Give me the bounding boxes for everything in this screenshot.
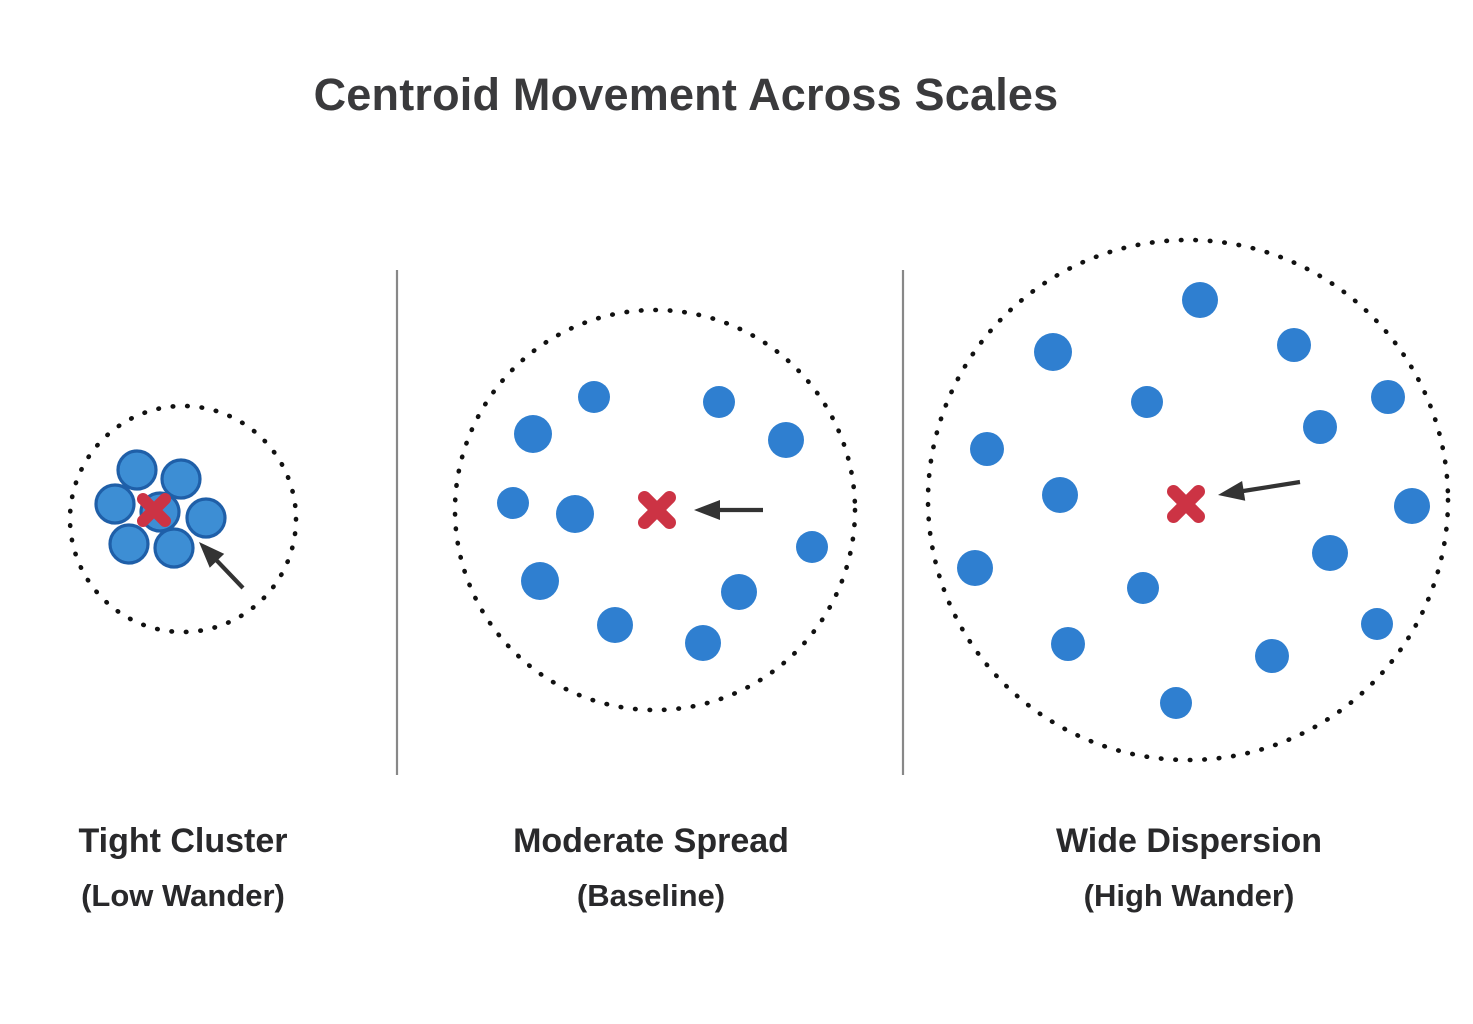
data-point <box>970 432 1004 466</box>
data-point <box>1312 535 1348 571</box>
data-point <box>768 422 804 458</box>
panel-sublabel-wide-dispersion: (High Wander) <box>1084 878 1295 913</box>
data-point <box>1034 333 1072 371</box>
data-point <box>1051 627 1085 661</box>
data-point <box>685 625 721 661</box>
data-point <box>116 449 158 491</box>
arrow-shaft <box>1237 479 1301 494</box>
centroid-stroke-b <box>1167 485 1205 523</box>
panel-label-tight-cluster: Tight Cluster <box>78 822 287 860</box>
panel-moderate-spread: Moderate Spread (Baseline) <box>452 307 858 913</box>
arrow-head <box>694 500 720 520</box>
cluster-boundary-circle <box>925 237 1451 763</box>
arrow-shaft <box>211 555 245 590</box>
panel-dividers <box>395 270 905 775</box>
centroid-pointer-arrow <box>1218 479 1301 501</box>
panel-sublabel-moderate-spread: (Baseline) <box>577 878 725 913</box>
data-point <box>153 527 195 569</box>
centroid-marker <box>1167 485 1205 523</box>
data-point <box>1042 477 1078 513</box>
data-point <box>1131 386 1163 418</box>
data-point <box>578 381 610 413</box>
centroid-stroke-b <box>137 493 171 527</box>
data-point <box>1160 687 1192 719</box>
centroid-pointer-arrow <box>694 500 763 520</box>
data-point <box>1255 639 1289 673</box>
data-point <box>514 415 552 453</box>
data-point <box>1371 380 1405 414</box>
panel-label-moderate-spread: Moderate Spread <box>513 822 789 860</box>
data-point <box>1361 608 1393 640</box>
data-point <box>556 495 594 533</box>
arrow-head <box>199 542 225 568</box>
data-point <box>497 487 529 519</box>
panel-label-wide-dispersion: Wide Dispersion <box>1056 822 1322 860</box>
panel-tight-cluster: Tight Cluster (Low Wander) <box>67 403 299 913</box>
data-point <box>1394 488 1430 524</box>
data-point <box>1127 572 1159 604</box>
centroid-marker <box>137 493 171 527</box>
centroid-pointer-arrow <box>199 542 245 590</box>
data-point <box>108 523 150 565</box>
panel-group: Tight Cluster (Low Wander) Moderate Spread… <box>67 237 1451 913</box>
data-point <box>796 531 828 563</box>
page-title: Centroid Movement Across Scales <box>314 69 1059 120</box>
data-point <box>957 550 993 586</box>
arrow-head <box>1218 481 1246 501</box>
data-point <box>1182 282 1218 318</box>
data-point <box>721 574 757 610</box>
cluster-boundary-circle <box>67 403 299 635</box>
centroid-marker <box>638 491 676 529</box>
centroid-stroke-b <box>638 491 676 529</box>
data-point <box>521 562 559 600</box>
data-point <box>597 607 633 643</box>
data-point <box>94 483 136 525</box>
data-point <box>703 386 735 418</box>
data-point <box>1277 328 1311 362</box>
data-point <box>160 458 202 500</box>
panel-wide-dispersion: Wide Dispersion (High Wander) <box>925 237 1451 913</box>
data-point <box>185 497 227 539</box>
cluster-boundary-circle <box>452 307 858 713</box>
data-point <box>1303 410 1337 444</box>
panel-sublabel-tight-cluster: (Low Wander) <box>81 878 285 913</box>
